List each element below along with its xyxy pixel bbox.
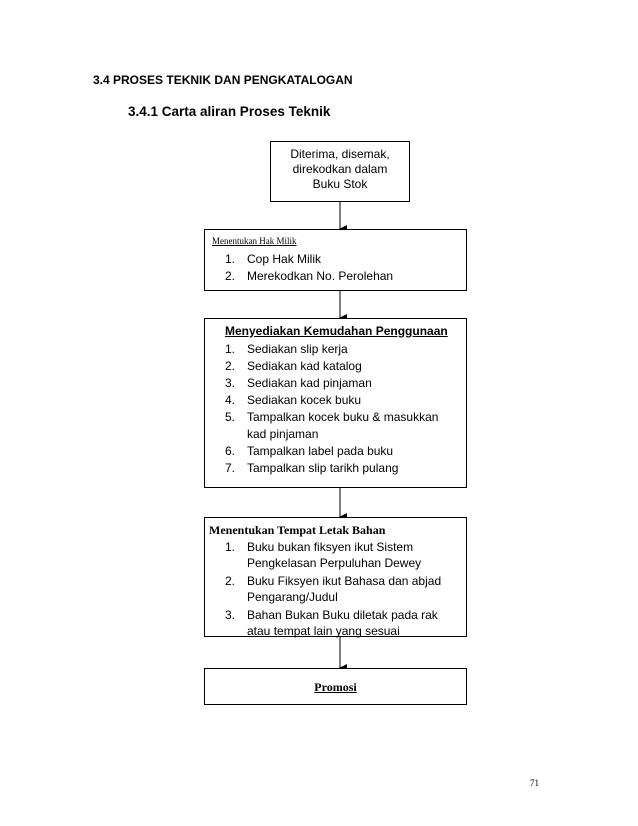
flow-box-buku-stok: Diterima, disemak, direkodkan dalam Buku… (270, 141, 410, 202)
flow-box-promosi: Promosi (204, 668, 467, 705)
box-title: Menentukan Tempat Letak Bahan (209, 523, 386, 537)
box-line: Diterima, disemak, (290, 147, 390, 161)
list-item: 2.Merekodkan No. Perolehan (225, 269, 394, 283)
section-heading: 3.4 PROSES TEKNIK DAN PENGKATALOGAN (93, 73, 353, 87)
list-item: 3.Sediakan kad pinjaman (225, 376, 372, 390)
box-line: direkodkan dalam (292, 162, 388, 176)
list-item: 6.Tampalkan label pada buku (225, 444, 394, 458)
kemudahan-list: 1.Sediakan slip kerja 2.Sediakan kad kat… (225, 341, 438, 477)
subsection-heading: 3.4.1 Carta aliran Proses Teknik (128, 104, 331, 119)
list-item: 7.Tampalkan slip tarikh pulang (225, 461, 399, 475)
list-item: 1.Sediakan slip kerja (225, 342, 348, 356)
box-title: Menentukan Hak Milik (212, 236, 297, 246)
list-item: 2.Sediakan kad katalog (225, 359, 362, 373)
box-title: Menyediakan Kemudahan Penggunaan (225, 324, 448, 338)
list-item: 1.Cop Hak Milik (225, 252, 322, 266)
page-number: 71 (530, 778, 539, 788)
hak-milik-list: 1.Cop Hak Milik 2.Merekodkan No. Peroleh… (225, 251, 393, 285)
flow-box-tempat-letak: Menentukan Tempat Letak Bahan 1.Buku buk… (204, 517, 467, 638)
box-title: Promosi (314, 680, 357, 694)
box-line: Buku Stok (312, 177, 368, 191)
list-item: 4.Sediakan kocek buku (225, 393, 362, 407)
flow-box-kemudahan: Menyediakan Kemudahan Penggunaan 1.Sedia… (204, 318, 467, 488)
flow-box-hak-milik: Menentukan Hak Milik 1.Cop Hak Milik 2.M… (204, 229, 467, 291)
